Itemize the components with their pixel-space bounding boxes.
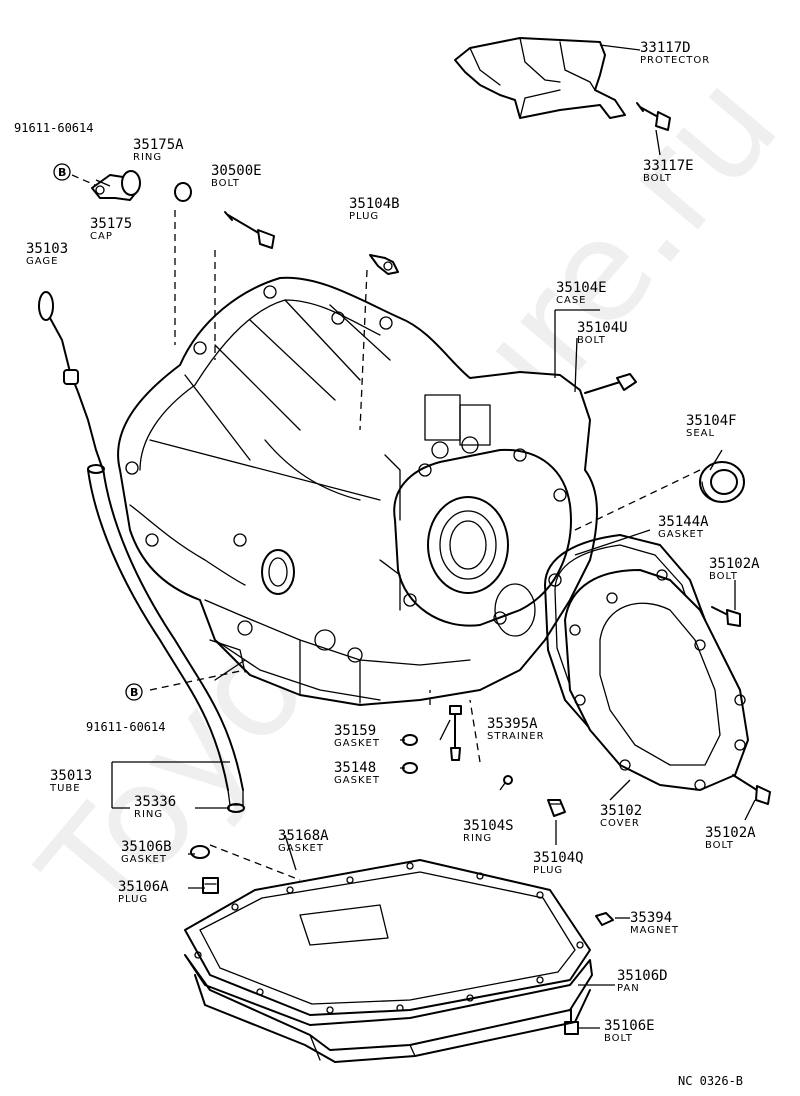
part-number-label: 35106A xyxy=(118,879,169,895)
bolt-reference-bottom: B 91611-60614 xyxy=(86,683,165,734)
part-name-label: BOLT xyxy=(709,571,738,582)
cover-bolt-lower-drawing xyxy=(732,774,771,805)
part-name-label: GASKET xyxy=(334,738,380,749)
part-number-label: 35106E xyxy=(604,1018,655,1034)
part-name-label: PAN xyxy=(617,983,640,994)
part-number-label: 35103 xyxy=(26,241,68,257)
part-name-label: PLUG xyxy=(533,865,563,876)
part-number-label: 35148 xyxy=(334,760,376,776)
leader-lines xyxy=(95,44,756,1029)
bolt-reference-number: 91611-60614 xyxy=(14,121,93,135)
strainer-gasket-lower-drawing xyxy=(402,762,418,774)
drain-plug-gasket-drawing xyxy=(190,845,210,859)
part-number-label: 35104B xyxy=(349,196,400,212)
part-number-label: 35102A xyxy=(705,825,756,841)
part-name-label: GASKET xyxy=(278,843,324,854)
part-number-label: 35336 xyxy=(134,794,176,810)
part-labels: 33117D PROTECTOR 33117E BOLT 35175A RING… xyxy=(26,40,760,1044)
housing-bolt-drawing xyxy=(224,211,275,249)
part-name-label: RING xyxy=(133,152,162,163)
part-name-label: SEAL xyxy=(686,428,715,439)
bolt-reference-top: 91611-60614 B xyxy=(14,121,93,181)
strainer-drawing xyxy=(449,705,462,761)
part-name-label: GASKET xyxy=(334,775,380,786)
part-number-label: 30500E xyxy=(211,163,262,179)
part-name-label: STRAINER xyxy=(487,731,545,742)
oil-level-gage-drawing xyxy=(38,291,104,471)
dashed-assembly-lines xyxy=(71,174,701,881)
part-number-label: 35144A xyxy=(658,514,709,530)
strainer-gasket-upper-drawing xyxy=(402,734,418,746)
bolt-reference-number: 91611-60614 xyxy=(86,720,165,734)
part-number-label: 35106D xyxy=(617,968,668,984)
part-number-label: 35104F xyxy=(686,413,737,429)
part-number-label: 35175A xyxy=(133,137,184,153)
side-cover-drawing xyxy=(564,569,749,791)
part-name-label: TUBE xyxy=(49,783,81,794)
oil-seal-drawing xyxy=(699,461,745,503)
part-name-label: CAP xyxy=(90,231,113,242)
case-plug-drawing xyxy=(369,254,399,275)
case-bolt-drawing xyxy=(584,373,637,394)
part-name-label: BOLT xyxy=(577,335,606,346)
part-number-label: 35104U xyxy=(577,320,628,336)
part-name-label: PLUG xyxy=(118,894,148,905)
part-number-label: 35395A xyxy=(487,716,538,732)
part-name-label: BOLT xyxy=(211,178,240,189)
part-name-label: RING xyxy=(134,809,163,820)
protector-drawing xyxy=(454,37,626,119)
part-number-label: 33117E xyxy=(643,158,694,174)
part-number-label: 35104Q xyxy=(533,850,584,866)
part-name-label: GASKET xyxy=(121,854,167,865)
magnet-drawing xyxy=(595,912,614,926)
part-number-label: 35104E xyxy=(556,280,607,296)
part-number-label: 35104S xyxy=(463,818,514,834)
part-number-label: 35106B xyxy=(121,839,172,855)
part-name-label: CASE xyxy=(556,295,587,306)
transaxle-case-drawing xyxy=(117,276,598,706)
part-number-label: 35175 xyxy=(90,216,132,232)
part-name-label: PROTECTOR xyxy=(640,55,710,66)
part-name-label: MAGNET xyxy=(630,925,679,936)
part-name-label: GAGE xyxy=(26,256,58,267)
part-name-label: BOLT xyxy=(604,1033,633,1044)
bolt-reference-mark: B xyxy=(130,686,138,699)
protector-bolt-drawing xyxy=(636,102,671,131)
diagram-code: NC 0326-B xyxy=(678,1074,743,1088)
bolt-reference-mark: B xyxy=(58,166,66,179)
part-number-label: 33117D xyxy=(640,40,691,56)
bolt-reference-circle xyxy=(53,163,71,181)
drain-plug-drawing xyxy=(202,877,219,894)
part-number-label: 35013 xyxy=(50,768,92,784)
part-number-label: 35102A xyxy=(709,556,760,572)
part-name-label: PLUG xyxy=(349,211,379,222)
part-number-label: 35159 xyxy=(334,723,376,739)
cover-bolt-upper-drawing xyxy=(711,606,741,627)
part-name-label: COVER xyxy=(600,818,640,829)
bolt-reference-circle xyxy=(125,683,143,701)
part-name-label: BOLT xyxy=(705,840,734,851)
part-name-label: BOLT xyxy=(643,173,672,184)
drain-plug-small-drawing xyxy=(547,799,566,817)
sensor-cap-drawing xyxy=(91,170,192,202)
part-number-label: 35102 xyxy=(600,803,642,819)
part-name-label: GASKET xyxy=(658,529,704,540)
part-number-label: 35168A xyxy=(278,828,329,844)
part-number-label: 35394 xyxy=(630,910,672,926)
strainer-o-ring-drawing xyxy=(503,775,513,785)
part-name-label: RING xyxy=(463,833,492,844)
oil-pan-drawing xyxy=(184,904,593,1063)
